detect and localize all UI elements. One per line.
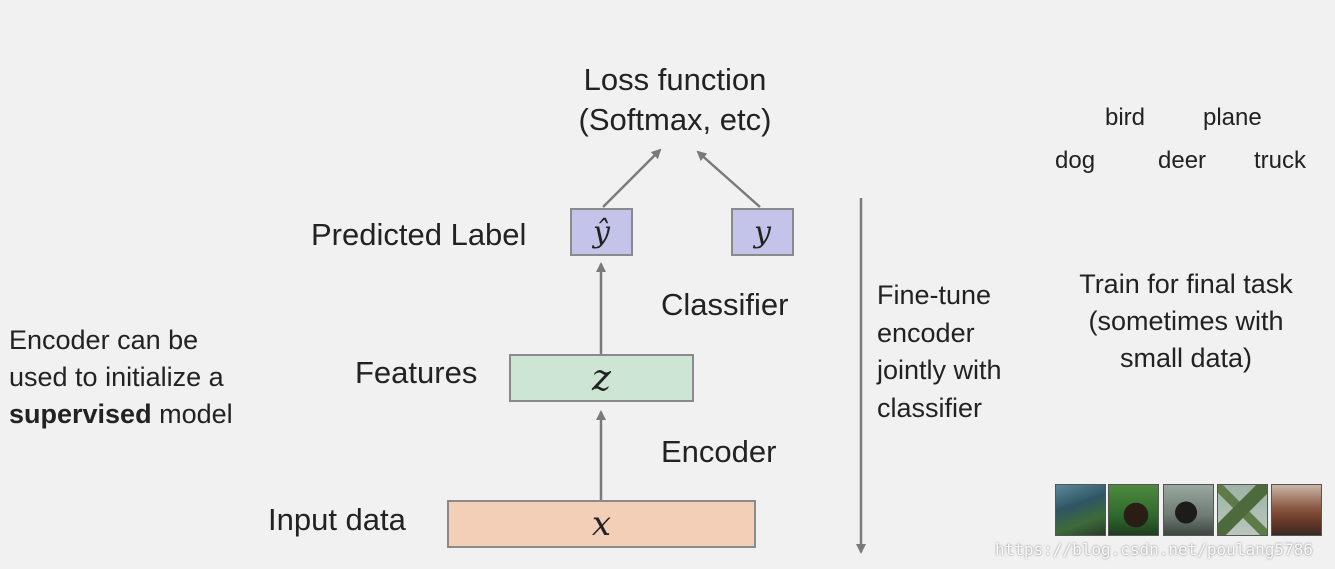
x-symbol: x <box>591 504 612 544</box>
y-hat-box: ŷ <box>570 208 633 256</box>
y-box: y <box>731 208 794 256</box>
note-line1: Encoder can be <box>9 325 199 355</box>
watermark-url: https://blog.csdn.net/poulang5786 <box>995 540 1313 559</box>
loss-function-line1: Loss function <box>583 62 767 97</box>
features-label: Features <box>355 355 478 390</box>
thumb-dog-image <box>1055 484 1106 536</box>
note-line3: supervised model <box>9 396 233 433</box>
note-line2: used to initialize a <box>9 362 224 392</box>
thumb-plane-image <box>1217 484 1268 536</box>
predicted-label-text: Predicted Label <box>311 217 527 252</box>
encoder-init-note: Encoder can be used to initialize a supe… <box>9 322 233 433</box>
thumb-bird-image <box>1108 484 1159 536</box>
final-task-line1: Train for final task <box>1079 269 1293 299</box>
encoder-label: Encoder <box>661 434 777 469</box>
arrow-y-to-loss <box>696 150 761 208</box>
loss-function-title: Loss function (Softmax, etc) <box>560 62 790 138</box>
arrow-yhat-to-loss <box>602 148 662 208</box>
final-task-line2: (sometimes with <box>1088 306 1284 336</box>
finetune-line3: jointly with <box>877 355 1002 385</box>
x-box: x <box>447 500 756 548</box>
finetune-note: Fine-tune encoder jointly with classifie… <box>877 277 1002 427</box>
class-dog: dog <box>1055 147 1096 174</box>
final-task-line3: small data) <box>1119 343 1253 373</box>
class-deer: deer <box>1158 147 1207 174</box>
finetune-line2: encoder <box>877 317 975 348</box>
note-line3-rest: model <box>151 399 233 429</box>
loss-function-line2: (Softmax, etc) <box>578 102 772 137</box>
y-hat-symbol: ŷ <box>593 214 610 250</box>
class-truck: truck <box>1254 147 1307 174</box>
finetune-line4: classifier <box>877 392 983 423</box>
thumb-truck-image <box>1271 484 1322 536</box>
input-data-label: Input data <box>268 502 406 537</box>
z-symbol: z <box>592 357 611 399</box>
class-bird: bird <box>1105 104 1146 131</box>
finetune-line1: Fine-tune <box>877 280 992 310</box>
final-task-note: Train for final task (sometimes with sma… <box>1055 266 1317 377</box>
classifier-label: Classifier <box>661 287 789 322</box>
note-bold-word: supervised <box>9 399 152 429</box>
z-box: z <box>509 354 694 402</box>
y-symbol: y <box>754 214 771 250</box>
thumb-deer-image <box>1163 484 1214 536</box>
class-plane: plane <box>1203 104 1262 131</box>
